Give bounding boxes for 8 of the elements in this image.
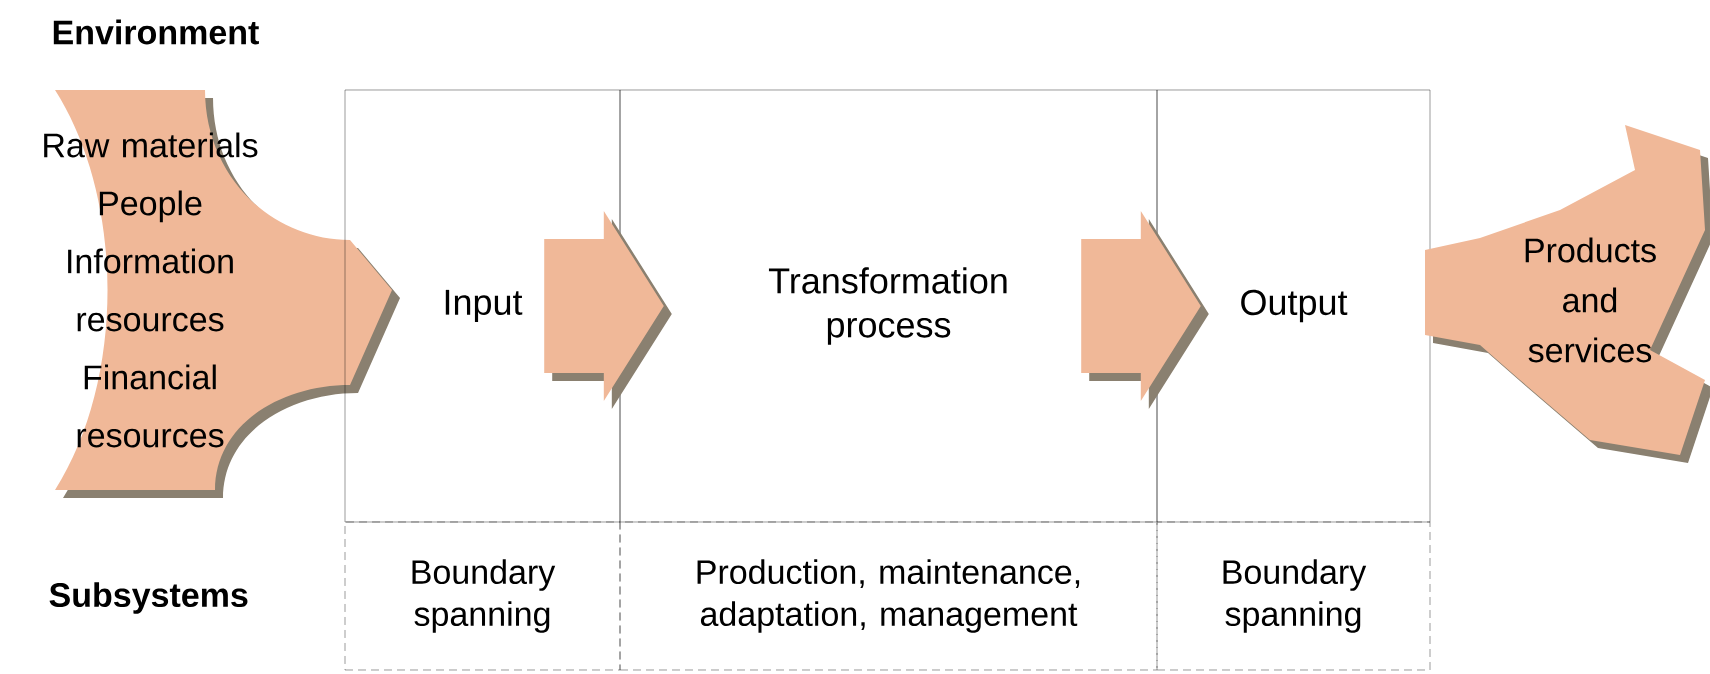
heading: Environment [53,19,259,45]
subsystem-box: Production, maintenance, adaptation, management [619,521,1158,671]
block-arrow [1081,211,1209,409]
subsystem-box: Boundary spanning [344,521,621,671]
subsystem-box: Boundary spanning [1156,521,1431,671]
block-arrow [544,211,672,409]
row-label: Subsystems [49,582,248,614]
stage-box: Input [344,89,621,523]
